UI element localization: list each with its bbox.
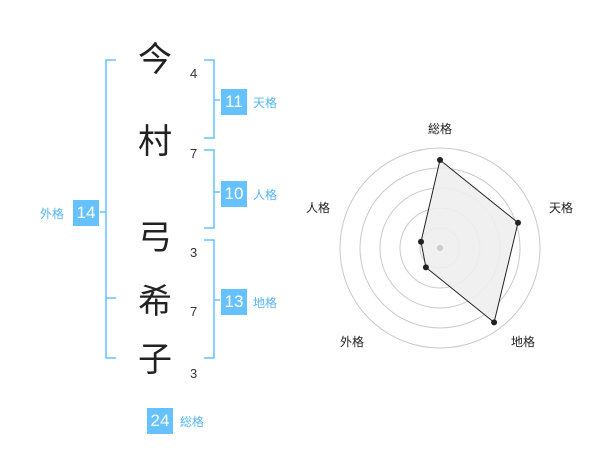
chikaku-bracket — [204, 239, 215, 359]
stroke-count-4: 7 — [190, 304, 198, 319]
gaikaku-score: 14 — [73, 200, 99, 226]
stroke-count-1: 4 — [190, 66, 198, 81]
stroke-count-3: 3 — [190, 245, 198, 260]
radar-ring — [339, 147, 541, 349]
radar-polygon — [420, 159, 519, 324]
radar-label-soukaku: 総格 — [428, 122, 453, 136]
jinkaku-label: 人格 — [253, 188, 278, 202]
gaikaku-label: 外格 — [40, 207, 65, 221]
tenkaku-label: 天格 — [253, 96, 278, 110]
jinkaku-score: 10 — [221, 181, 247, 207]
jinkaku-bracket — [204, 149, 215, 229]
radar-point-soukaku — [437, 157, 443, 163]
chikaku-label: 地格 — [253, 296, 278, 310]
radar-label-jinkaku: 人格 — [306, 201, 331, 215]
name-char-2: 村 — [138, 122, 172, 162]
radar-point-chikaku — [491, 319, 498, 326]
name-char-1: 今 — [138, 40, 172, 80]
name-char-4: 希 — [138, 282, 172, 322]
radar-label-chikaku: 地格 — [511, 335, 536, 349]
stroke-count-2: 7 — [190, 146, 198, 161]
tenkaku-score: 11 — [221, 89, 247, 115]
radar-point-jinkaku — [418, 238, 424, 245]
chikaku-score: 13 — [221, 289, 247, 315]
radar-label-gaikaku: 外格 — [340, 335, 365, 349]
radar-center — [437, 245, 443, 251]
soukaku-score: 24 — [147, 408, 173, 434]
gaikaku-bracket — [105, 59, 116, 359]
radar-point-gaikaku — [422, 264, 429, 271]
stroke-count-5: 3 — [190, 366, 198, 381]
radar-label-tenkaku: 天格 — [549, 201, 574, 215]
tenkaku-bracket — [204, 59, 215, 139]
soukaku-label: 総格 — [180, 415, 205, 429]
name-char-5: 子 — [138, 340, 172, 380]
name-char-3: 弓 — [138, 218, 172, 258]
radar-point-tenkaku — [515, 219, 521, 226]
